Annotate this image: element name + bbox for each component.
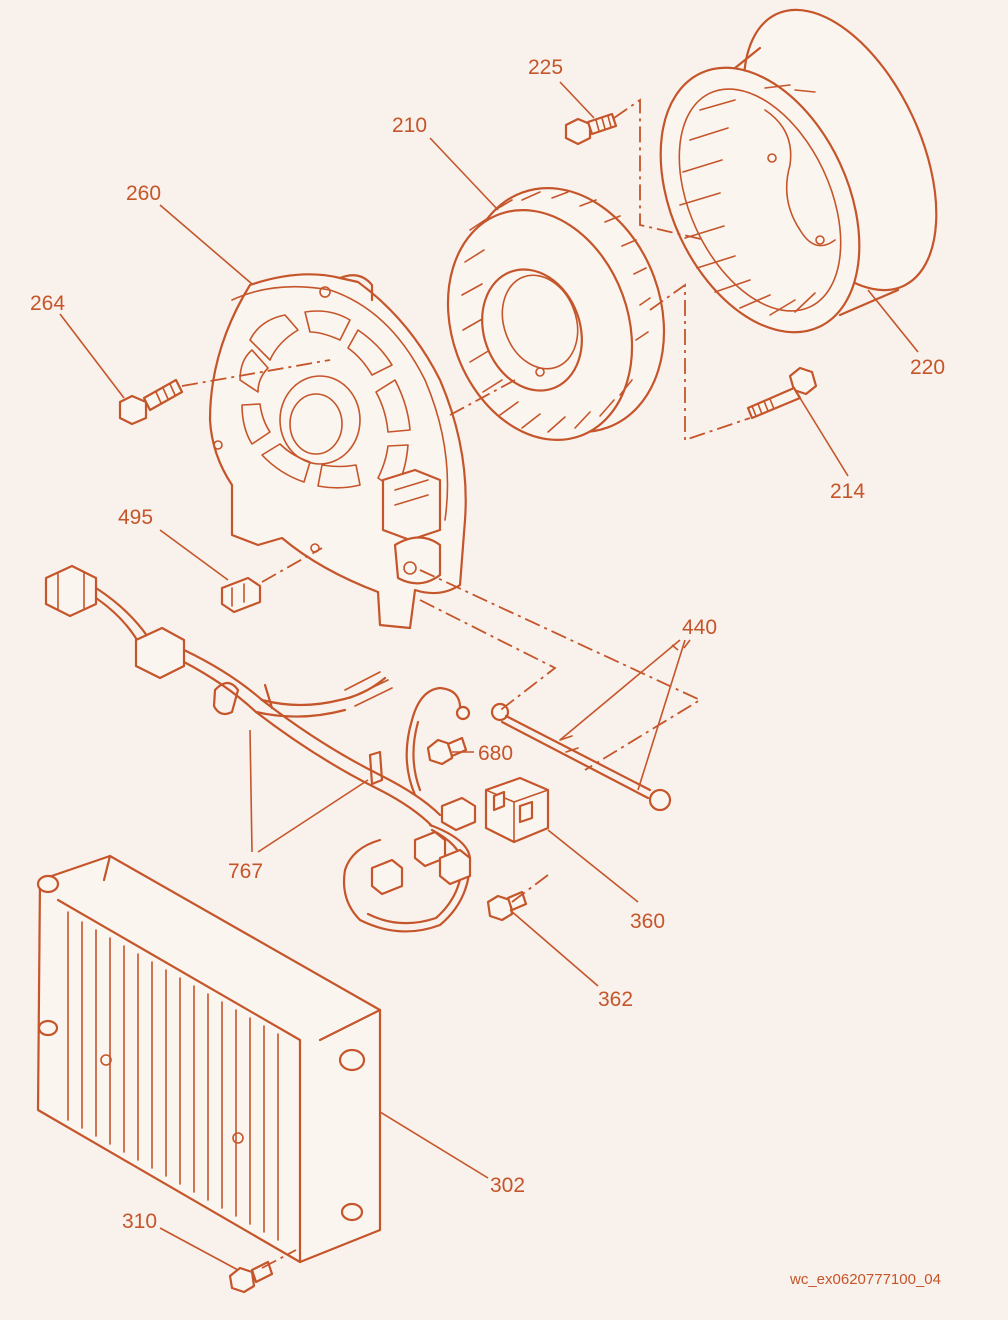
callout-495: 495 [118,506,153,529]
rotor-housing-220 [659,8,938,334]
drawing-code: wc_ex0620777100_04 [789,1271,941,1288]
assembly-lines [181,98,751,1269]
wiring-harness-767 [44,564,477,933]
callout-210: 210 [392,114,427,137]
bolt-264 [118,378,184,426]
rectifier-360 [484,776,550,844]
heatsink-panel-302 [36,854,382,1264]
callout-310: 310 [122,1210,157,1233]
ground-wire-440 [490,702,672,812]
callout-225: 225 [528,56,563,79]
callout-767: 767 [228,860,263,883]
callout-260: 260 [126,182,161,205]
ground-stud-680 [426,736,468,766]
through-bolt-214 [746,366,818,420]
callout-220: 220 [910,356,945,379]
callout-440: 440 [682,616,717,639]
screw-362 [486,890,528,922]
callout-302: 302 [490,1174,525,1197]
screw-310 [228,1260,274,1294]
leader-lines [59,81,919,1271]
bolt-225 [564,112,618,146]
callout-360: 360 [630,910,665,933]
callout-214: 214 [830,480,865,503]
callout-362: 362 [598,988,633,1011]
callout-labels: 225 210 260 264 220 214 495 440 680 767 … [30,56,945,1233]
callout-680: 680 [478,742,513,765]
callout-264: 264 [30,292,65,315]
connector-495 [220,576,262,614]
stator-210 [446,187,666,441]
end-bracket-260 [208,273,467,630]
